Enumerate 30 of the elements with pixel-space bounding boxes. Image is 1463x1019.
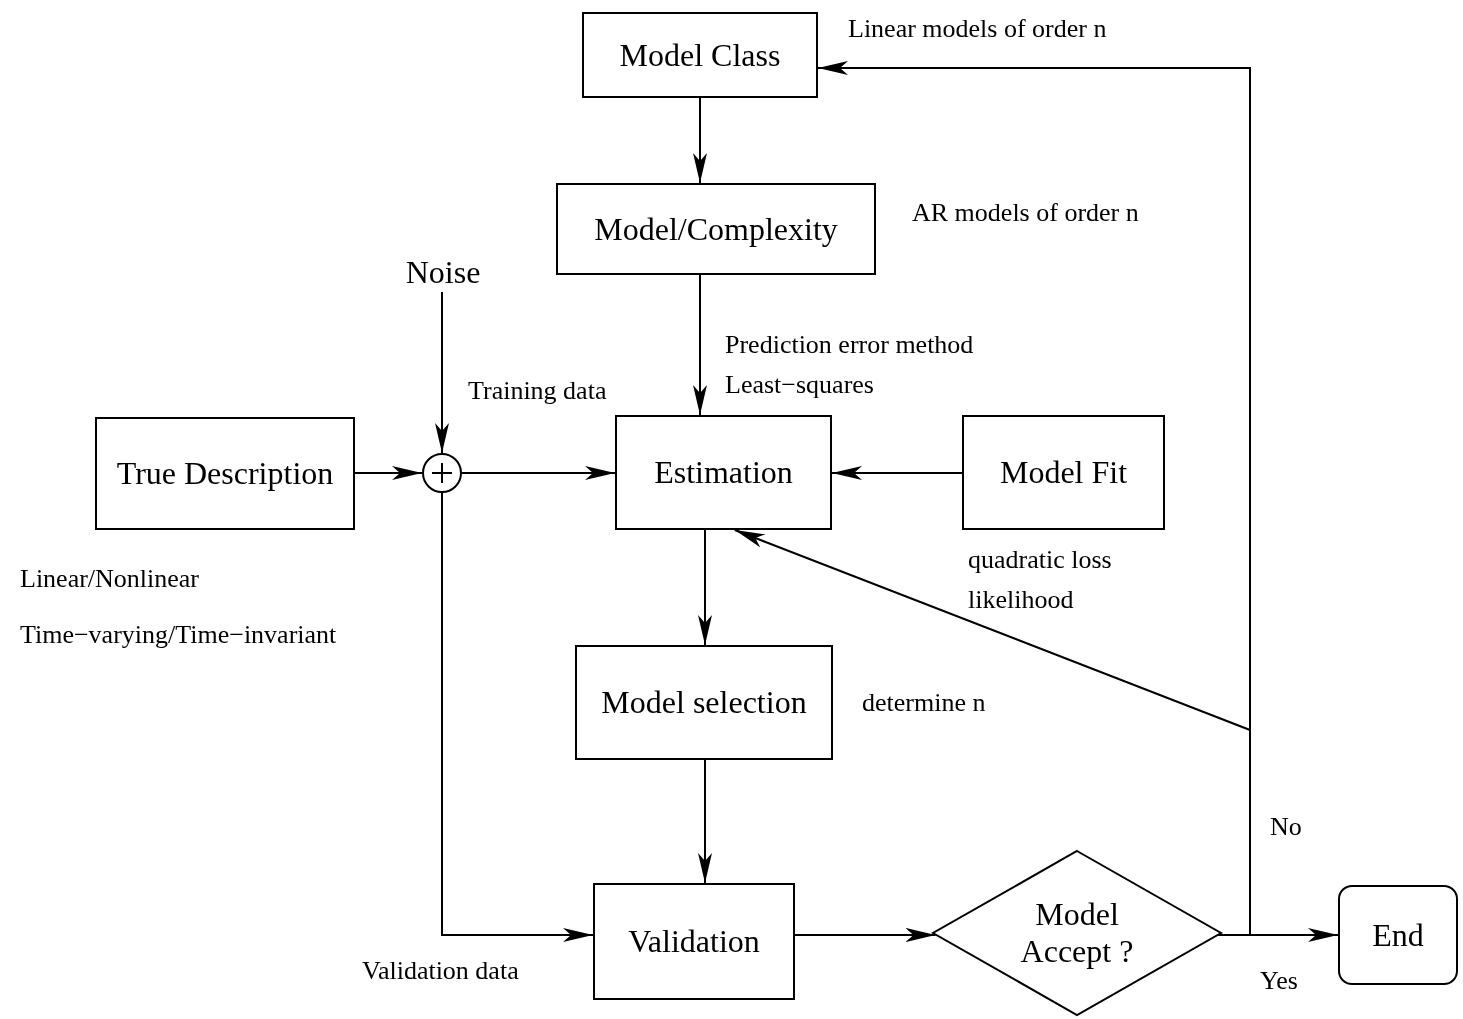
terminal-box: End <box>1338 885 1458 985</box>
arrow <box>461 466 616 480</box>
process-box: Model Class <box>582 12 818 98</box>
arrow <box>693 97 707 184</box>
annotation: Time−varying/Time−invariant <box>20 620 337 650</box>
annotation: likelihood <box>968 585 1074 615</box>
decision-label: Model Accept ? <box>1019 896 1135 970</box>
process-box: Model Fit <box>962 415 1165 530</box>
arrow <box>441 492 594 942</box>
process-box: Model selection <box>575 645 833 760</box>
annotation: Least−squares <box>725 370 874 400</box>
arrow <box>794 928 937 942</box>
process-box: Model/Complexity <box>556 183 876 275</box>
arrow <box>435 291 449 454</box>
arrow <box>693 274 707 416</box>
annotation: quadratic loss <box>968 545 1112 575</box>
annotation: Prediction error method <box>725 330 974 360</box>
arrow <box>354 466 423 480</box>
process-box: True Description <box>95 417 355 530</box>
arrow <box>698 759 712 884</box>
annotation: Linear models of order n <box>848 14 1107 44</box>
arrow <box>698 529 712 646</box>
noise-label: Noise <box>395 252 491 292</box>
annotation: determine n <box>862 688 986 718</box>
arrow <box>831 466 963 480</box>
arrow <box>733 529 1251 936</box>
process-box: Estimation <box>615 415 832 530</box>
process-box: Validation <box>593 883 795 1000</box>
annotation: AR models of order n <box>912 198 1139 228</box>
annotation: Linear/Nonlinear <box>20 564 200 594</box>
